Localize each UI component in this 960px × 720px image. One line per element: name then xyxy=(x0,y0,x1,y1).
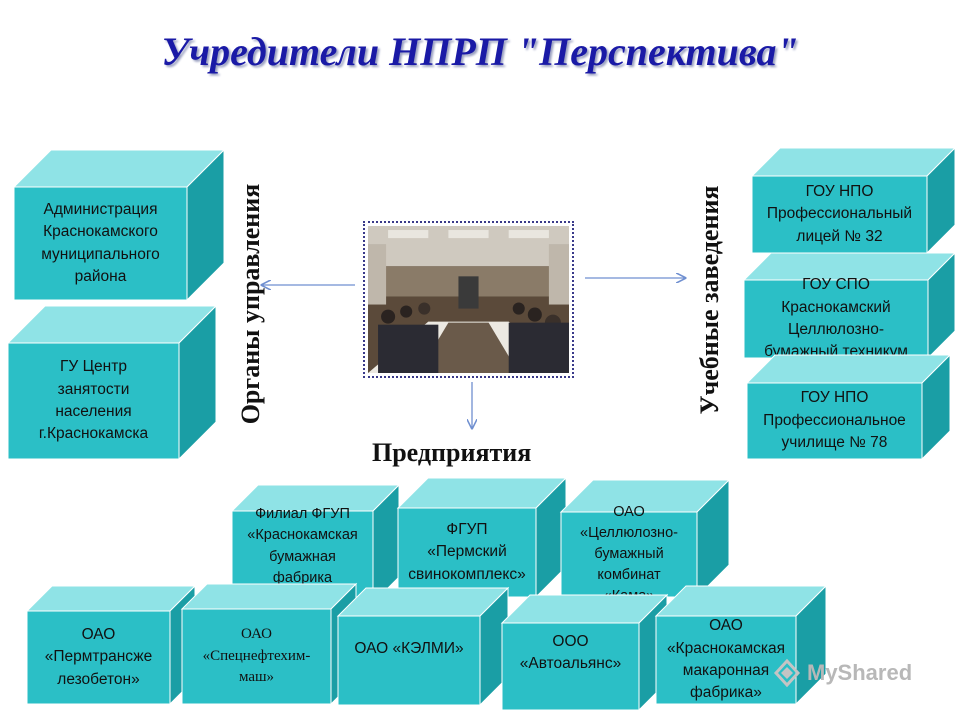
edu-box-lyceum-32: ГОУ НПО Профессиональный лицей № 32 xyxy=(750,146,957,255)
box-3d-shape xyxy=(230,483,401,605)
ent-box-spetsneftekhimmash-label: ОАО «Спецнефтехим- маш» xyxy=(202,625,311,686)
box-3d-shape xyxy=(559,478,731,599)
edu-box-school-78: ГОУ НПО Профессиональное училище № 78 xyxy=(745,353,952,461)
gov-box-administration-label: Администрация Краснокамского муниципальн… xyxy=(41,200,160,285)
box-3d-shape xyxy=(654,584,828,706)
ent-box-kelmi-label: ОАО «КЭЛМИ» xyxy=(354,640,464,657)
ent-box-kama-pulp-mill: ОАО «Целлюлозно- бумажный комбинат «Кама… xyxy=(559,478,731,604)
ent-box-goznak: Филиал ФГУП «Краснокамская бумажная фабр… xyxy=(230,483,401,607)
page-title: Учредители НПРП "Перспектива" xyxy=(161,29,799,74)
ent-box-kelmi: ОАО «КЭЛМИ» xyxy=(336,586,510,707)
ent-box-avtoalyans: ООО «Автоальянс» xyxy=(500,593,669,712)
meeting-photo xyxy=(363,221,574,378)
watermark: MyShared xyxy=(772,658,912,688)
watermark-text: MyShared xyxy=(807,660,913,685)
edu-box-technical-college-label: ГОУ СПО Краснокамский Целлюлозно- бумажн… xyxy=(764,276,908,361)
ent-box-pig-complex: ФГУП «Пермский свинокомплекс» xyxy=(396,476,568,599)
gov-box-employment-center-label: ГУ Центр занятости населения г.Краснокам… xyxy=(38,358,149,443)
ent-box-kama-pulp-mill-label: ОАО «Целлюлозно- бумажный комбинат «Кама… xyxy=(580,503,678,604)
ent-box-pig-complex-label: ФГУП «Пермский свинокомплекс» xyxy=(408,520,526,583)
box-3d-shape xyxy=(396,476,568,599)
gov-box-employment-center: ГУ Центр занятости населения г.Краснокам… xyxy=(6,304,218,461)
edu-box-school-78-label: ГОУ НПО Профессиональное училище № 78 xyxy=(763,389,906,452)
ent-box-avtoalyans-label: ООО «Автоальянс» xyxy=(519,633,622,673)
edu-box-technical-college: ГОУ СПО Краснокамский Целлюлозно- бумажн… xyxy=(742,251,957,361)
myshared-logo-icon xyxy=(773,658,801,688)
ent-box-makaronnaya-fabrika: ОАО «Краснокамская макаронная фабрика» xyxy=(654,584,828,706)
box-3d-shape xyxy=(742,251,957,360)
box-3d-shape xyxy=(750,146,957,255)
box-3d-shape xyxy=(745,353,952,461)
ent-box-spetsneftekhimmash: ОАО «Спецнефтехим- маш» xyxy=(180,582,358,706)
box-3d-shape xyxy=(6,304,218,461)
label-enterprises: Предприятия xyxy=(372,438,532,467)
label-government-bodies: Органы управления xyxy=(236,183,265,425)
ent-box-permtranszhelezobeton: ОАО «Пермтрансже лезобетон» xyxy=(25,584,197,706)
ent-box-makaronnaya-fabrika-label: ОАО «Краснокамская макаронная фабрика» xyxy=(666,617,786,702)
box-3d-shape xyxy=(336,586,510,707)
ent-box-permtranszhelezobeton-label: ОАО «Пермтрансже лезобетон» xyxy=(44,625,153,688)
label-educational-institutions: Учебные заведения xyxy=(695,185,724,415)
box-3d-shape xyxy=(12,148,226,302)
edu-box-lyceum-32-label: ГОУ НПО Профессиональный лицей № 32 xyxy=(766,182,913,245)
gov-box-administration: Администрация Краснокамского муниципальн… xyxy=(12,148,226,302)
